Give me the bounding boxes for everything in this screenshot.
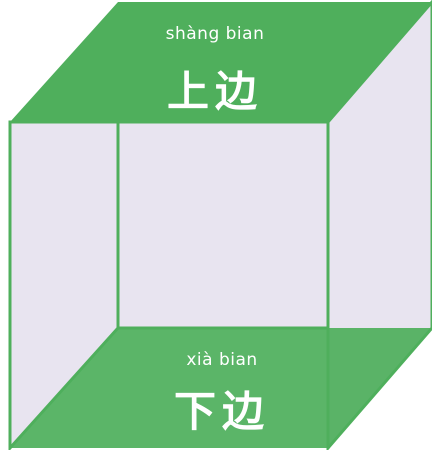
top-label-hanzi: 上边 bbox=[166, 67, 263, 116]
bottom-label-hanzi: 下边 bbox=[173, 387, 270, 436]
top-label-pinyin: shàng bian bbox=[165, 24, 265, 44]
top-face bbox=[10, 2, 432, 122]
bottom-label-pinyin: xià bian bbox=[186, 350, 258, 370]
back-wall bbox=[116, 120, 330, 330]
